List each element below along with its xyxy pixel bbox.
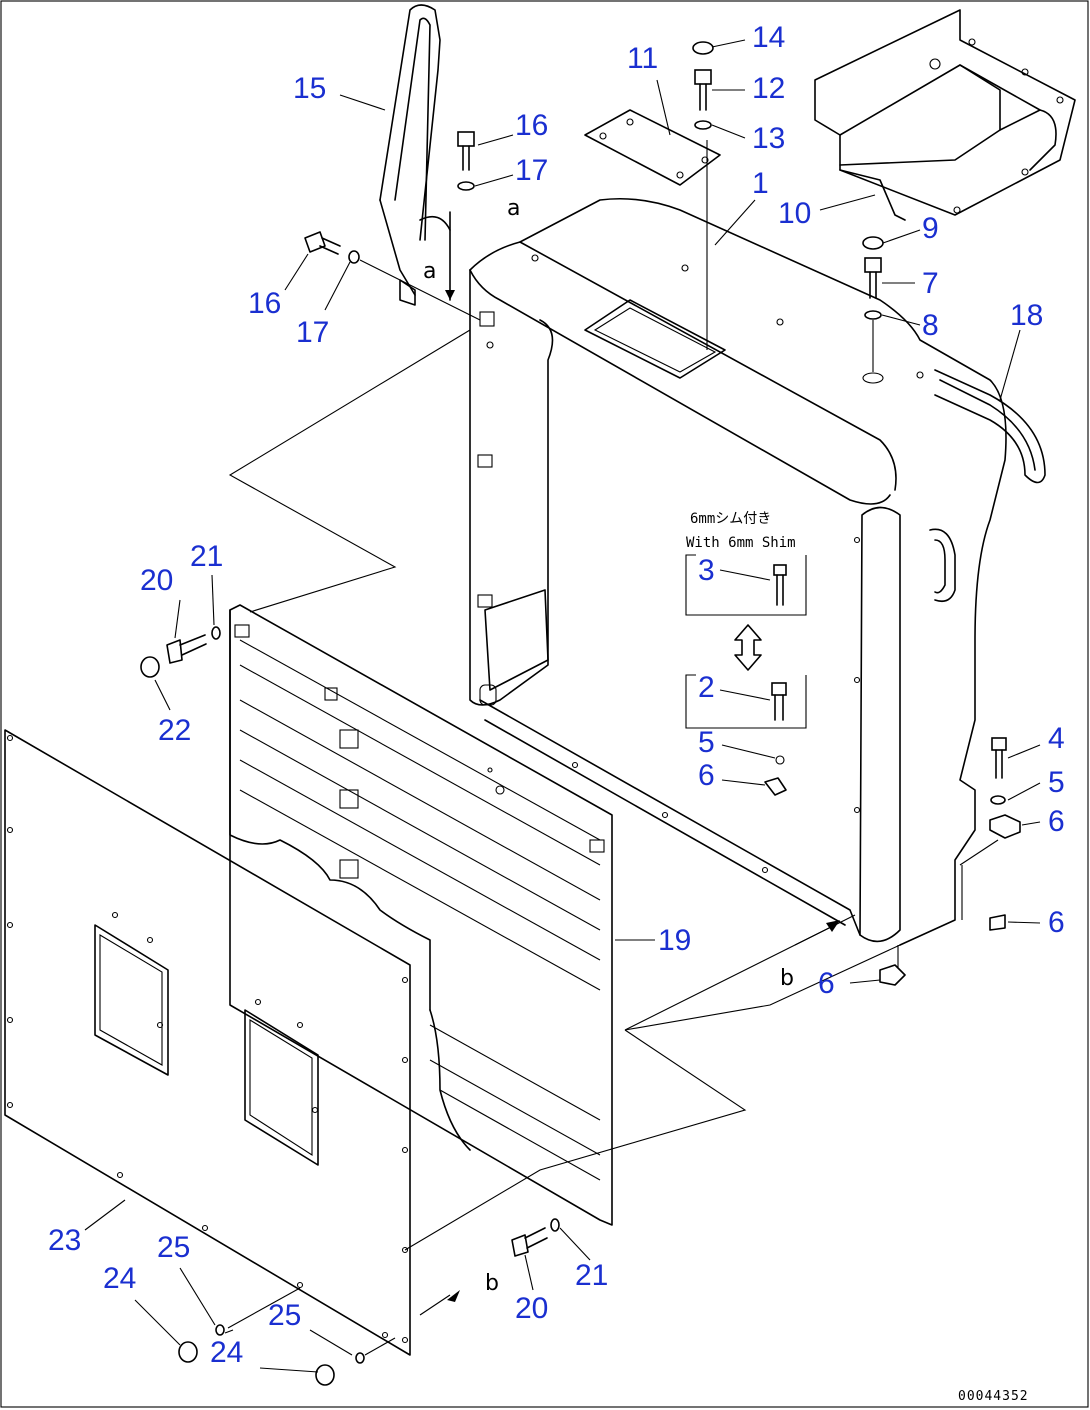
callout-15: 15	[293, 72, 326, 105]
callout-20b: 20	[515, 1292, 548, 1325]
drawing-number: 00044352	[958, 1389, 1029, 1404]
callout-12: 12	[752, 72, 785, 105]
callout-14: 14	[752, 21, 785, 54]
callout-17b: 17	[296, 316, 329, 349]
side-bolts	[304, 131, 481, 321]
callout-17a: 17	[515, 154, 548, 187]
callout-6b: 6	[1048, 805, 1065, 838]
top-cover	[814, 9, 1076, 221]
shim-option-boxes	[685, 554, 807, 796]
grille-fasteners	[140, 626, 560, 1257]
callout-19: 19	[658, 924, 691, 957]
callout-3: 3	[698, 554, 715, 587]
callout-6c: 6	[1048, 906, 1065, 939]
inspection-plate	[584, 109, 721, 350]
callout-18: 18	[1010, 299, 1043, 332]
callout-6a: 6	[698, 759, 715, 792]
callout-2: 2	[698, 671, 715, 704]
callout-22: 22	[158, 714, 191, 747]
callout-25a: 25	[157, 1231, 190, 1264]
callout-11: 11	[627, 42, 658, 75]
callout-5a: 5	[698, 726, 715, 759]
shim-note-english: With 6mm Shim	[686, 535, 796, 551]
radiator-guard-housing	[469, 197, 1007, 946]
side-panel	[4, 729, 411, 1356]
view-ref-a-side: a	[423, 259, 436, 284]
callout-6d: 6	[818, 967, 835, 1000]
callout-5b: 5	[1048, 766, 1065, 799]
callout-16a: 16	[515, 109, 548, 142]
right-grab-rail	[934, 369, 1046, 484]
callout-1: 1	[752, 167, 769, 200]
callout-7: 7	[922, 267, 939, 300]
callout-24a: 24	[103, 1262, 136, 1295]
callout-4: 4	[1048, 722, 1065, 755]
callout-23: 23	[48, 1224, 81, 1257]
view-ref-b-bottom: b	[485, 1271, 499, 1296]
top-bolts	[692, 41, 884, 372]
callout-25b: 25	[268, 1299, 301, 1332]
callout-13: 13	[752, 122, 785, 155]
view-ref-b-right: b	[780, 966, 794, 991]
view-ref-a-top: a	[507, 196, 520, 221]
panel-fasteners	[178, 1287, 396, 1386]
callout-10: 10	[778, 197, 811, 230]
callout-16b: 16	[248, 287, 281, 320]
callout-24b: 24	[210, 1336, 243, 1369]
callout-21a: 21	[190, 540, 223, 573]
shim-note: 6mmシム付き With 6mm Shim	[686, 511, 796, 551]
radiator-grille	[229, 604, 613, 1226]
view-references: a a b b	[423, 196, 794, 1296]
callout-9: 9	[922, 212, 939, 245]
callout-21b: 21	[575, 1259, 608, 1292]
leader-lines	[84, 39, 1041, 1373]
callout-numbers: 14 12 13 11 1 10 9 7 8 18 15 16 17 16 17…	[48, 21, 1065, 1369]
callout-8: 8	[922, 309, 939, 342]
left-handle-bar	[379, 4, 451, 306]
callout-20a: 20	[140, 564, 173, 597]
shim-note-japanese: 6mmシム付き	[690, 511, 771, 527]
right-side-fasteners	[879, 737, 1021, 986]
reference-guide-lines	[228, 329, 901, 1316]
